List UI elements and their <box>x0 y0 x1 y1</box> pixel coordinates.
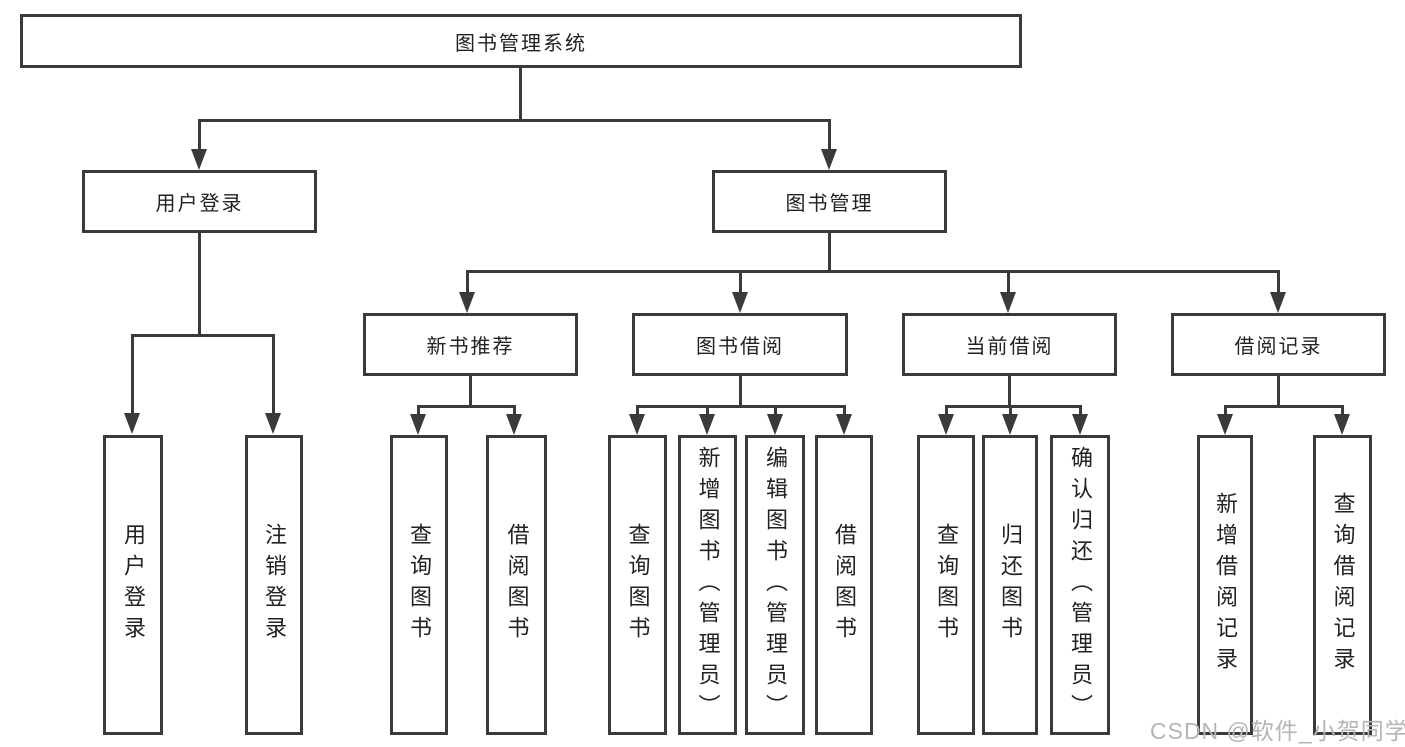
node-label: 借阅图书 <box>504 523 530 647</box>
connector-line <box>417 405 515 408</box>
connector-line <box>469 376 472 407</box>
node-label: 注销登录 <box>262 523 287 647</box>
node-leaf-add-books-admin: 新增图书（管理员） <box>678 435 737 735</box>
node-label: 借阅记录 <box>1234 336 1323 358</box>
connector-line <box>272 334 275 414</box>
connector-line <box>466 270 1280 273</box>
node-label: 编辑图书（管理员） <box>763 445 788 725</box>
node-label: 查询图书 <box>407 523 432 647</box>
connector-line <box>828 119 831 149</box>
node-leaf-user-login: 用户登录 <box>103 435 163 735</box>
connector-line <box>1079 405 1082 415</box>
arrow-down-icon <box>1000 292 1016 313</box>
node-leaf-query-books-borrowing: 查询图书 <box>608 435 667 735</box>
connector-line <box>1007 270 1010 292</box>
connector-line <box>1224 405 1227 415</box>
node-label: 新增图书（管理员） <box>695 445 721 725</box>
node-label: 当前借阅 <box>965 336 1054 358</box>
connector-line <box>131 334 274 337</box>
connector-line <box>636 405 845 408</box>
node-label: 图书借阅 <box>696 336 784 358</box>
connector-line <box>1009 405 1012 415</box>
connector-line <box>519 68 522 121</box>
arrow-down-icon <box>767 414 783 435</box>
connector-line <box>1008 376 1011 407</box>
node-book-borrowing: 图书借阅 <box>632 313 848 376</box>
node-label: 图书管理 <box>785 193 874 215</box>
arrow-down-icon <box>1072 414 1088 435</box>
node-leaf-borrow-books-recommend: 借阅图书 <box>486 435 547 735</box>
arrow-down-icon <box>124 413 140 434</box>
connector-line <box>843 405 846 415</box>
arrow-down-icon <box>191 149 207 170</box>
connector-line <box>131 334 134 414</box>
arrow-down-icon <box>1217 414 1233 435</box>
node-label: 确认归还（管理员） <box>1068 445 1093 725</box>
node-leaf-query-borrow-record: 查询借阅记录 <box>1313 435 1372 735</box>
arrow-down-icon <box>836 414 852 435</box>
arrow-down-icon <box>265 413 281 434</box>
connector-line <box>417 405 420 415</box>
connector-line <box>774 405 777 415</box>
arrow-down-icon <box>1270 292 1286 313</box>
connector-line <box>945 405 948 415</box>
arrow-down-icon <box>732 292 748 313</box>
node-leaf-query-books-current: 查询图书 <box>917 435 975 735</box>
node-label: 查询图书 <box>625 523 651 647</box>
node-current-borrowing: 当前借阅 <box>902 313 1117 376</box>
node-label: 用户登录 <box>121 523 146 647</box>
arrow-down-icon <box>821 149 837 170</box>
watermark-text: CSDN @软件_小贺同学 <box>1150 718 1405 744</box>
node-label: 用户登录 <box>155 193 244 215</box>
node-root-label: 图书管理系统 <box>455 32 587 55</box>
node-label: 新书推荐 <box>426 336 515 358</box>
node-leaf-borrow-books: 借阅图书 <box>815 435 873 735</box>
arrow-down-icon <box>938 414 954 435</box>
node-leaf-return-books: 归还图书 <box>982 435 1038 735</box>
node-leaf-confirm-return-admin: 确认归还（管理员） <box>1050 435 1110 735</box>
arrow-down-icon <box>410 414 426 435</box>
node-leaf-edit-books-admin: 编辑图书（管理员） <box>745 435 805 735</box>
connector-line <box>466 270 469 292</box>
connector-line <box>198 119 201 149</box>
node-new-book-recommend: 新书推荐 <box>363 313 578 376</box>
node-leaf-query-books-recommend: 查询图书 <box>390 435 448 735</box>
connector-line <box>513 405 516 415</box>
arrow-down-icon <box>506 414 522 435</box>
connector-line <box>198 233 201 336</box>
connector-line <box>1224 405 1344 408</box>
connector-line <box>636 405 639 415</box>
arrow-down-icon <box>699 414 715 435</box>
connector-line <box>1277 376 1280 407</box>
connector-line <box>706 405 709 415</box>
connector-line <box>945 405 1082 408</box>
node-leaf-logout: 注销登录 <box>245 435 303 735</box>
arrow-down-icon <box>1334 414 1350 435</box>
node-leaf-add-borrow-record: 新增借阅记录 <box>1197 435 1253 735</box>
node-borrowing-records: 借阅记录 <box>1171 313 1386 376</box>
node-label: 新增借阅记录 <box>1213 492 1238 678</box>
node-user-login-group: 用户登录 <box>82 170 317 233</box>
connector-line <box>1277 270 1280 292</box>
node-label: 借阅图书 <box>832 523 857 647</box>
node-root: 图书管理系统 <box>20 14 1022 68</box>
node-label: 查询借阅记录 <box>1330 492 1356 678</box>
arrow-down-icon <box>459 292 475 313</box>
node-label: 归还图书 <box>998 523 1023 647</box>
connector-line <box>739 376 742 407</box>
connector-line <box>828 233 831 272</box>
connector-line <box>1341 405 1344 415</box>
connector-line <box>198 119 831 122</box>
arrow-down-icon <box>1002 414 1018 435</box>
node-book-management: 图书管理 <box>712 170 947 233</box>
node-label: 查询图书 <box>934 523 959 647</box>
connector-line <box>739 270 742 292</box>
arrow-down-icon <box>629 414 645 435</box>
